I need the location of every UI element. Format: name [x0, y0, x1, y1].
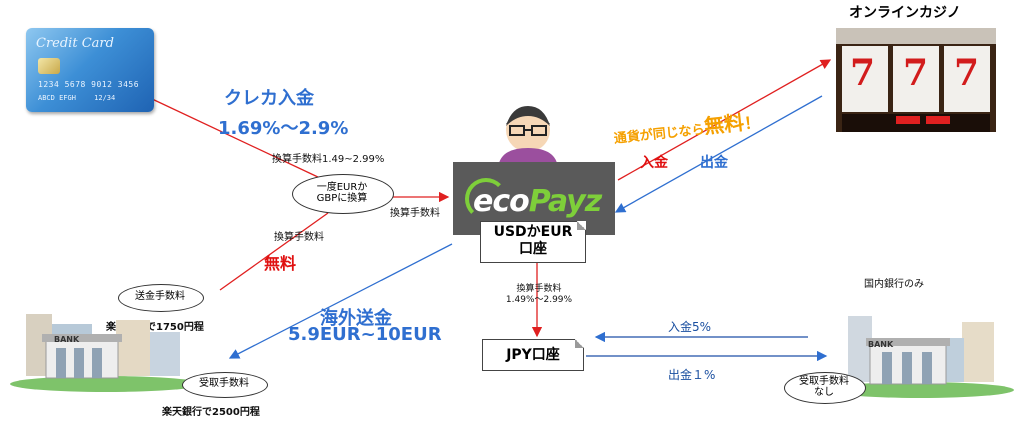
send-fee-cloud-label: 送金手数料 — [135, 291, 185, 302]
deposit-label: 入金 — [640, 155, 668, 171]
send-fee-cloud — [118, 284, 204, 312]
reel-3: 7 — [954, 52, 980, 94]
jpy-conversion-title: 換算手数料 — [516, 284, 562, 294]
jpy-conversion-range: 1.49%〜2.99% — [505, 295, 573, 305]
withdraw-1-label: 出金１% — [668, 368, 716, 382]
card-brand: Credit Card — [36, 36, 114, 51]
ecopayz-logo: ecoPayz — [473, 184, 602, 219]
card-number: 1234 5678 9012 3456 — [38, 80, 140, 89]
withdraw-label: 出金 — [700, 155, 728, 171]
arrow-bank-to-convert — [219, 212, 329, 291]
convert-cloud — [292, 174, 394, 214]
person-avatar-icon — [498, 106, 558, 168]
conversion-fee-label-3: 換算手数料 — [274, 232, 324, 243]
no-receive-fee-cloud-label: 受取手数料 なし — [788, 376, 860, 398]
free-label: 無料 — [264, 254, 297, 273]
conversion-fee-label-1: 換算手数料1.49~2.99% — [272, 154, 385, 165]
arrow-casino-to-ecopayz — [614, 95, 823, 213]
casino-title: オンラインカジノ — [849, 5, 961, 21]
same-currency-free: 無料 — [702, 110, 746, 139]
slot-machine-image: 7 7 7 — [836, 28, 996, 132]
bank-sign-right: BANK — [868, 340, 894, 349]
arrow-ecopayz-to-bank — [228, 243, 453, 359]
ecopayz-swoosh-icon — [465, 178, 507, 220]
bank-building-left-image — [10, 314, 202, 392]
card-holder-name: ABCD EFGH — [38, 94, 76, 102]
card-chip-icon — [38, 58, 60, 74]
reel-1: 7 — [850, 52, 876, 94]
arrow-ecopayz-to-casino — [617, 59, 832, 181]
receive-fee-cloud — [182, 372, 268, 398]
card-fee-label: 1.69%〜2.9% — [218, 118, 349, 139]
ecopayz-logo-eco: eco — [473, 184, 530, 219]
rakuten-receive-fee: 楽天銀行で2500円程 — [162, 407, 260, 418]
card-holder: ABCD EFGH 12/34 — [38, 94, 115, 102]
receive-fee-cloud-label: 受取手数料 — [199, 378, 249, 389]
usd-eur-account-box: USDかEUR 口座 — [480, 221, 586, 263]
conversion-fee-label-2: 換算手数料 — [390, 208, 440, 219]
jpy-account-box: JPY口座 — [482, 339, 584, 371]
intl-transfer-label: 海外送金 — [320, 308, 392, 329]
card-deposit-label: クレカ入金 — [224, 88, 314, 109]
card-expiry: 12/34 — [94, 94, 116, 102]
reel-2: 7 — [903, 52, 929, 94]
bank-sign-left: BANK — [54, 335, 80, 344]
deposit-5-label: 入金5% — [668, 320, 712, 334]
no-receive-fee-cloud — [784, 372, 866, 404]
rakuten-send-fee: 楽天銀行で1750円程 — [106, 322, 204, 333]
arrow-card-to-convert — [149, 97, 321, 179]
convert-cloud-text: 一度EURか GBPに換算 — [316, 182, 368, 204]
bank-building-right-image — [826, 316, 1014, 398]
no-receive-fee-text: 受取手数料 なし — [799, 376, 849, 398]
same-currency-suffix: ！ — [743, 112, 762, 134]
domestic-only-label: 国内銀行のみ — [864, 279, 924, 290]
usd-eur-account-label: USDかEUR 口座 — [493, 224, 573, 257]
convert-cloud-label: 一度EURか GBPに換算 — [300, 182, 384, 204]
ecopayz-logo-payz: Payz — [528, 184, 602, 219]
credit-card-image: Credit Card 1234 5678 9012 3456 ABCD EFG… — [26, 28, 154, 112]
intl-transfer-fee-label: 5.9EUR~10EUR — [288, 324, 442, 345]
